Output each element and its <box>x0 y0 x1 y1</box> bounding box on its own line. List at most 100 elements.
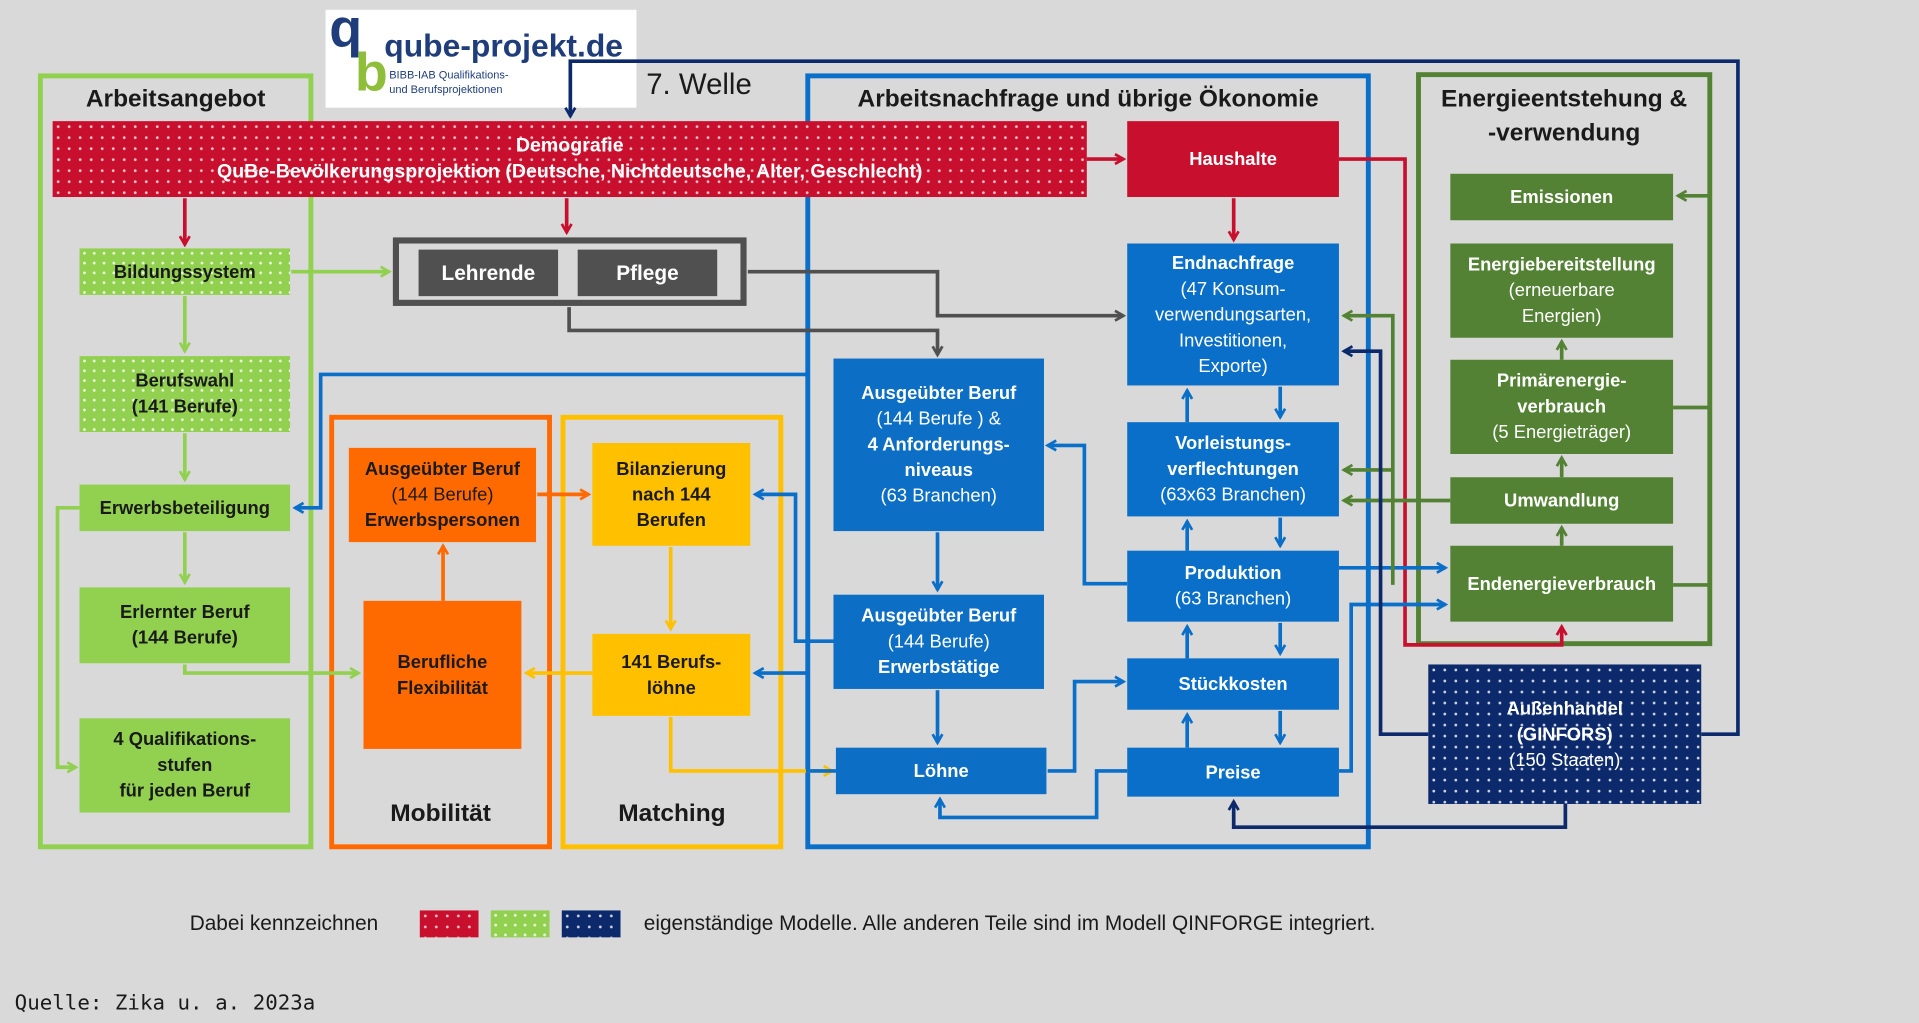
box-endnachfrage: Endnachfrage (47 Konsum- verwendungsarte… <box>1127 243 1339 386</box>
lehrende-label: Lehrende <box>441 261 536 285</box>
produktion-detail: (63 Branchen) <box>1174 588 1292 610</box>
bilanz-line1: Bilanzierung <box>616 458 727 480</box>
box-aussenhandel: Außenhandel (GINFORS) (150 Staaten) <box>1428 664 1702 804</box>
erwerbsbeteiligung-label: Erwerbsbeteiligung <box>99 497 270 519</box>
aussen-model: (GINFORS) <box>1516 723 1613 745</box>
legend-swatch-green <box>490 910 550 938</box>
box-demografie: Demografie QuBe-Bevölkerungsprojektion (… <box>52 121 1087 198</box>
erlernter-beruf-title: Erlernter Beruf <box>120 602 250 623</box>
ausg-anf-line5: (63 Branchen) <box>880 485 997 507</box>
box-bildungssystem: Bildungssystem <box>79 248 291 295</box>
box-energiebereitstellung: Energiebereitstellung (erneuerbare Energ… <box>1450 243 1674 338</box>
section-title-arbeitsnachfrage: Arbeitsnachfrage und übrige Ökonomie <box>857 85 1319 113</box>
source-note: Quelle: Zika u. a. 2023a <box>14 991 316 1016</box>
endnachfrage-line2: (47 Konsum- <box>1180 278 1286 300</box>
primaer-line2: verbrauch <box>1517 396 1607 418</box>
energiebereit-line2: (erneuerbare <box>1508 280 1615 302</box>
loehne141-line1: 141 Berufs- <box>621 651 722 673</box>
ausg-erwt-title: Ausgeübter Beruf <box>861 605 1017 627</box>
preise-label: Preise <box>1205 761 1261 783</box>
vorleistung-line1: Vorleistungs- <box>1175 433 1292 454</box>
aussen-title: Außenhandel <box>1506 698 1623 719</box>
ausg-erwt-subtitle: Erwerbstätige <box>878 657 1000 678</box>
box-berufliche-flexibilitaet: Berufliche Flexibilität <box>363 600 522 749</box>
bildungssystem-label: Bildungssystem <box>113 261 256 283</box>
endenergie-label: Endenergieverbrauch <box>1467 573 1657 595</box>
endnachfrage-line4: Investitionen, <box>1178 329 1288 351</box>
demografie-title: Demografie <box>515 135 624 157</box>
berufswahl-title: Berufswahl <box>135 370 235 392</box>
ausg-anf-line2: (144 Berufe ) & <box>876 408 1001 430</box>
haushalte-label: Haushalte <box>1189 148 1277 170</box>
logo: q b qube-projekt.de BIBB-IAB Qualifikati… <box>325 2 637 108</box>
endnachfrage-line5: Exporte) <box>1198 355 1268 377</box>
bilanz-line2: nach 144 <box>632 483 711 505</box>
energiebereit-line3: Energien) <box>1521 305 1602 327</box>
legend-swatch-navy <box>561 910 621 938</box>
legend-suffix: eigenständige Modelle. Alle anderen Teil… <box>643 911 1376 935</box>
primaer-line3: (5 Energieträger) <box>1492 422 1632 443</box>
vorleistung-line3: (63x63 Branchen) <box>1160 484 1307 506</box>
bilanz-line3: Berufen <box>636 509 706 531</box>
ausg-erwp-title: Ausgeübter Beruf <box>364 458 520 480</box>
produktion-title: Produktion <box>1184 562 1282 584</box>
quali-line3: für jeden Beruf <box>119 780 251 802</box>
emissionen-label: Emissionen <box>1510 186 1614 208</box>
box-ausgeuebter-beruf-erwerbspersonen: Ausgeübter Beruf (144 Berufe) Erwerbsper… <box>348 447 537 543</box>
section-title-arbeitsangebot: Arbeitsangebot <box>85 85 266 113</box>
stueckkosten-label: Stückkosten <box>1178 673 1288 695</box>
section-title-energie-line1: Energieentstehung & <box>1441 85 1688 113</box>
flex-line1: Berufliche <box>397 651 488 673</box>
endnachfrage-title: Endnachfrage <box>1171 252 1295 274</box>
quali-line2: stufen <box>157 755 213 776</box>
box-vorleistungsverflechtungen: Vorleistungs- verflechtungen (63x63 Bran… <box>1127 422 1339 517</box>
box-qualifikationsstufen: 4 Qualifikations- stufen für jeden Beruf <box>79 718 291 813</box>
box-lehrende: Lehrende <box>418 249 559 297</box>
logo-subtitle-1: BIBB-IAB Qualifikations- <box>389 68 509 81</box>
box-endenergieverbrauch: Endenergieverbrauch <box>1450 545 1674 622</box>
pflege-label: Pflege <box>616 261 679 285</box>
energiebereit-title: Energiebereitstellung <box>1467 254 1656 276</box>
loehne141-line2: löhne <box>646 677 696 699</box>
logo-qb-mark: q <box>329 0 363 59</box>
box-preise: Preise <box>1127 747 1339 797</box>
box-ausgeuebter-beruf-anforderung: Ausgeübter Beruf (144 Berufe ) & 4 Anfor… <box>833 358 1044 532</box>
section-title-matching: Matching <box>618 800 726 828</box>
vorleistung-line2: verflechtungen <box>1167 458 1299 480</box>
box-produktion: Produktion (63 Branchen) <box>1127 550 1339 622</box>
demografie-subtitle: QuBe-Bevölkerungsprojektion (Deutsche, N… <box>216 161 923 183</box>
berufswahl-detail: (141 Berufe) <box>131 396 238 418</box>
logo-subtitle-2: und Berufsprojektionen <box>389 83 503 96</box>
box-emissionen: Emissionen <box>1450 173 1674 221</box>
ausg-anf-line4: niveaus <box>904 460 973 481</box>
box-umwandlung: Umwandlung <box>1450 477 1674 524</box>
aussen-detail: (150 Staaten) <box>1509 749 1621 771</box>
box-ausgeuebter-beruf-erwerbstaetige: Ausgeübter Beruf (144 Berufe) Erwerbstät… <box>833 594 1044 689</box>
flex-line2: Flexibilität <box>397 677 488 699</box>
logo-text: qube-projekt.de <box>384 26 623 64</box>
section-title-energie-line2: -verwendung <box>1487 119 1641 147</box>
ausg-erwt-detail: (144 Berufe) <box>887 631 990 653</box>
box-haushalte: Haushalte <box>1127 121 1339 198</box>
box-bilanzierung: Bilanzierung nach 144 Berufen <box>592 442 751 546</box>
box-erlernter-beruf: Erlernter Beruf (144 Berufe) <box>79 587 291 664</box>
legend-prefix: Dabei kennzeichnen <box>189 911 379 935</box>
logo-qb-mark-b: b <box>354 42 388 103</box>
box-loehne: Löhne <box>835 747 1047 795</box>
erlernter-beruf-detail: (144 Berufe) <box>131 627 238 649</box>
quali-line1: 4 Qualifikations- <box>113 729 257 751</box>
wave-label: 7. Welle <box>646 68 752 102</box>
box-pflege: Pflege <box>577 249 718 297</box>
box-stueckkosten: Stückkosten <box>1127 658 1339 710</box>
loehne-label: Löhne <box>913 760 969 782</box>
umwandlung-label: Umwandlung <box>1504 490 1620 511</box>
ausg-anf-line1: Ausgeübter Beruf <box>861 383 1017 404</box>
ausg-anf-line3: 4 Anforderungs- <box>867 434 1010 456</box>
box-berufswahl: Berufswahl (141 Berufe) <box>79 356 291 432</box>
primaer-line1: Primärenergie- <box>1496 370 1627 392</box>
box-berufsloehne: 141 Berufs- löhne <box>592 633 751 716</box>
endnachfrage-line3: verwendungsarten, <box>1154 304 1312 325</box>
box-erwerbsbeteiligung: Erwerbsbeteiligung <box>79 484 291 532</box>
box-primaerenergieverbrauch: Primärenergie- verbrauch (5 Energieträge… <box>1450 359 1674 454</box>
